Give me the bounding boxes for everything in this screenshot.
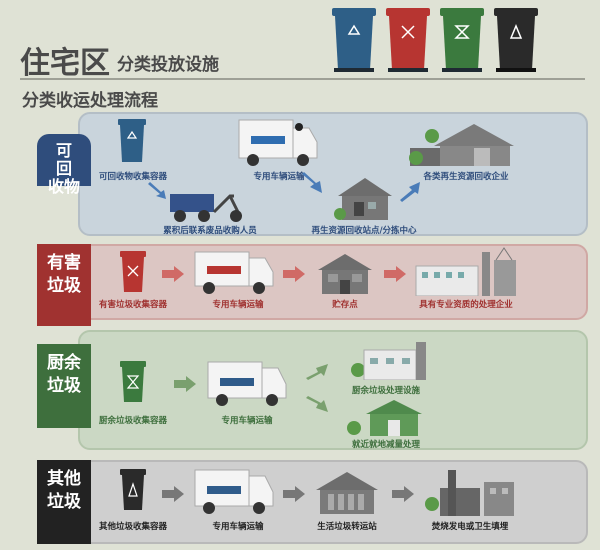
label-transfer-station: 生活垃圾转运站: [317, 522, 377, 532]
other-bin-icon: [120, 469, 146, 510]
incineration-plant-icon: [425, 470, 514, 516]
page-title: 住宅区: [20, 46, 110, 81]
arrow-hazardous-2: [283, 266, 305, 282]
header-divider: [20, 78, 585, 80]
header: 住宅区 分类投放设施 分类收运处理流程: [0, 0, 600, 111]
label-hazardous-plant: 具有专业资质的处理企业: [419, 300, 513, 310]
label-other-bin: 其他垃圾收集容器: [98, 522, 168, 532]
arrow-hazardous-3: [384, 266, 406, 282]
label-other-truck: 专用车辆运输: [212, 522, 264, 532]
kitchen-bin-icon: [120, 361, 146, 402]
label-tricycle: 累积后联系废品收购人员: [163, 226, 257, 236]
arrow-kitchen-1: [174, 376, 196, 392]
recyclable-bin-icon: [118, 119, 146, 162]
transfer-station-icon: [316, 472, 378, 514]
label-storage: 贮存点: [332, 300, 358, 310]
label-kitchen-bin: 厨余垃圾收集容器: [98, 416, 168, 426]
kitchen-facility-icon: [351, 342, 426, 380]
recycling-station-icon: [334, 178, 392, 220]
label-incineration-plant: 焚烧发电或卫生填埋: [431, 522, 509, 532]
arrow-kitchen-down: [306, 396, 328, 412]
panel-recyclable: [78, 112, 588, 236]
recyclable-bin-top-icon: [332, 8, 376, 72]
label-hazardous-bin: 有害垃圾收集容器: [98, 300, 168, 310]
hazardous-truck-icon: [194, 251, 274, 294]
panel-kitchen: [78, 330, 588, 450]
hazardous-plant-icon: [415, 247, 516, 296]
arrow-bin-to-tricycle: [148, 182, 166, 199]
badge-kitchen-text: 厨余 垃圾: [47, 353, 81, 396]
hazardous-bin-top-icon: [386, 8, 430, 72]
badge-kitchen: 厨余 垃圾: [37, 344, 91, 428]
recyclable-truck-icon: [238, 119, 318, 166]
badge-other-text: 其他 垃圾: [47, 469, 81, 512]
arrow-other-2: [283, 486, 305, 502]
page-title-sub: 分类投放设施: [117, 55, 219, 75]
other-bin-top-icon: [494, 8, 538, 72]
label-kitchen-truck: 专用车辆运输: [221, 416, 273, 426]
kitchen-bin-top-icon: [440, 8, 484, 72]
top-bins-illustration: [332, 8, 538, 72]
badge-hazardous-text: 有害 垃圾: [47, 253, 81, 296]
hazardous-bin-icon: [120, 251, 146, 292]
label-recyclable-bin: 可回收物收集容器: [98, 172, 168, 182]
section-title: 分类收运处理流程: [22, 91, 158, 111]
tricycle-icon: [170, 194, 242, 222]
local-processing-icon: [347, 400, 422, 436]
other-truck-icon: [194, 469, 274, 514]
label-recycling-plant: 各类再生资源回收企业: [423, 172, 509, 182]
kitchen-truck-icon: [207, 361, 287, 406]
arrow-other-1: [162, 486, 184, 502]
badge-recyclable-text: 可 回 收物: [47, 141, 80, 196]
label-local-processing: 就近就地减量处理: [351, 440, 421, 450]
label-hazardous-truck: 专用车辆运输: [212, 300, 264, 310]
arrow-other-3: [392, 486, 414, 502]
label-recyclable-truck: 专用车辆运输: [253, 172, 305, 182]
badge-other: 其他 垃圾: [37, 460, 91, 544]
label-kitchen-facility: 厨余垃圾处理设施: [351, 386, 421, 396]
label-station: 再生资源回收站点/分拣中心: [311, 226, 417, 236]
recycling-plant-icon: [409, 124, 514, 166]
arrow-station-to-plant: [400, 182, 420, 202]
arrow-truck-to-station: [302, 172, 322, 193]
storage-point-icon: [318, 254, 372, 294]
badge-recyclable: 可 回 收物: [37, 134, 91, 196]
arrow-hazardous-1: [162, 266, 184, 282]
badge-hazardous: 有害 垃圾: [37, 244, 91, 326]
arrow-kitchen-up: [306, 364, 328, 380]
